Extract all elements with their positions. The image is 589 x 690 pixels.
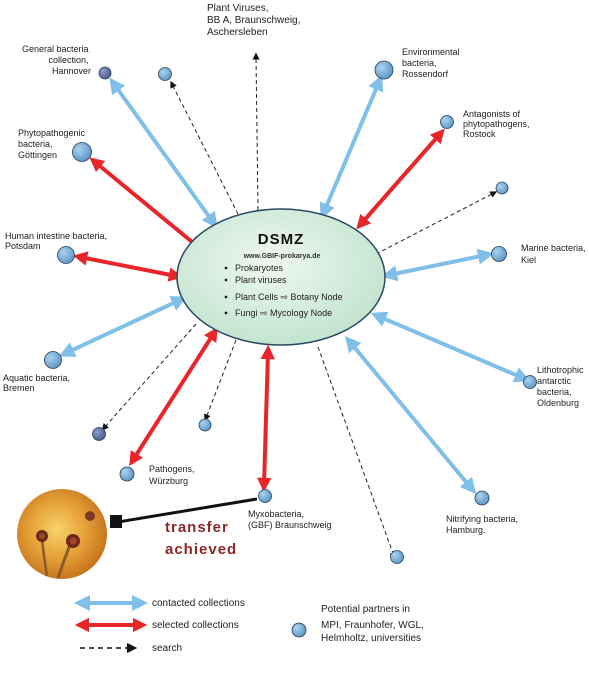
edge-pathogens: [133, 333, 214, 460]
legend-contacted-label: contacted collections: [152, 598, 245, 609]
bullet-icon: [225, 312, 228, 315]
legend-search-label: search: [152, 643, 182, 654]
label-lithotrophic: Lithotrophic antarctic bacteria, Oldenbu…: [537, 365, 586, 408]
node-aquatic: [45, 352, 62, 369]
node-phytopathogenic: [73, 143, 92, 162]
node-hannover-search: [159, 68, 172, 81]
label-nitrifying: Nitrifying bacteria, Hamburg.: [446, 514, 521, 535]
node-human-intestine: [58, 247, 75, 264]
transfer-connector: [110, 515, 122, 528]
node-search-se: [391, 551, 404, 564]
label-environmental: Environmental bacteria, Rossendorf: [402, 47, 462, 79]
fungi-photo: [17, 489, 107, 579]
edge-aquatic: [66, 300, 180, 353]
edge-environmental: [324, 82, 379, 212]
edge-nitrifying: [350, 342, 471, 488]
legend-selected-label: selected collections: [152, 620, 239, 631]
edge-search-sw: [104, 324, 196, 428]
node-nitrifying: [475, 491, 489, 505]
node-antagonists: [441, 116, 454, 129]
node-lithotrophic: [524, 376, 537, 389]
node-general-bacteria: [99, 67, 111, 79]
label-myxobacteria: Myxobacteria, (GBF) Braunschweig: [248, 509, 332, 530]
transfer-group: transfer achieved: [17, 489, 257, 579]
center-item-prokaryotes: Prokaryotes: [235, 263, 284, 273]
edge-phytopathogenic: [95, 162, 197, 246]
dsmz-center: DSMZ www.GBIF-prokarya.de Prokaryotes Pl…: [177, 209, 385, 345]
edge-human-intestine: [80, 257, 176, 276]
node-environmental: [375, 61, 393, 79]
center-item-plant-viruses: Plant viruses: [235, 275, 287, 285]
node-search-ne: [496, 182, 508, 194]
node-search-s: [199, 419, 211, 431]
transfer-text-line2: achieved: [165, 541, 237, 558]
bullet-icon: [225, 279, 228, 282]
label-pathogens: Pathogens, Würzburg: [149, 464, 197, 486]
label-human-intestine: Human intestine bacteria, Potsdam: [5, 231, 110, 251]
edge-search-plant-viruses: [256, 56, 258, 210]
label-aquatic: Aquatic bacteria, Bremen: [3, 373, 73, 393]
edge-search-ne: [376, 193, 494, 254]
bullet-icon: [225, 296, 228, 299]
edge-myxobacteria: [264, 352, 268, 485]
center-item-fungi: Fungi ⇨ Mycology Node: [235, 308, 332, 318]
dsmz-title: DSMZ: [258, 231, 305, 248]
node-pathogens: [120, 467, 134, 481]
center-item-plant-cells: Plant Cells ⇨ Botany Node: [235, 292, 343, 302]
node-search-sw: [93, 428, 106, 441]
legend-partner-node: [292, 623, 306, 637]
node-myxobacteria: [259, 490, 272, 503]
legend: contacted collections selected collectio…: [80, 598, 427, 654]
edge-search-hannover-2: [172, 84, 238, 214]
transfer-text-line1: transfer: [165, 519, 229, 536]
legend-partners-label: Potential partners in MPI, Fraunhofer, W…: [321, 604, 427, 644]
label-general-bacteria: General bacteria collection, Hannover: [22, 44, 91, 76]
edge-antagonists: [361, 134, 440, 224]
edge-marine: [389, 255, 486, 275]
edge-lithotrophic: [378, 316, 523, 378]
label-plant-viruses: Plant Viruses, BB A, Braunschweig, Asche…: [207, 3, 303, 38]
label-antagonists: Antagonists of phytopathogens, Rostock: [463, 109, 532, 139]
edge-search-s: [206, 340, 236, 418]
node-marine: [492, 247, 507, 262]
bullet-icon: [225, 267, 228, 270]
edge-general-bacteria: [114, 84, 213, 222]
label-marine: Marine bacteria, Kiel: [521, 243, 588, 265]
dsmz-url: www.GBIF-prokarya.de: [243, 253, 321, 260]
